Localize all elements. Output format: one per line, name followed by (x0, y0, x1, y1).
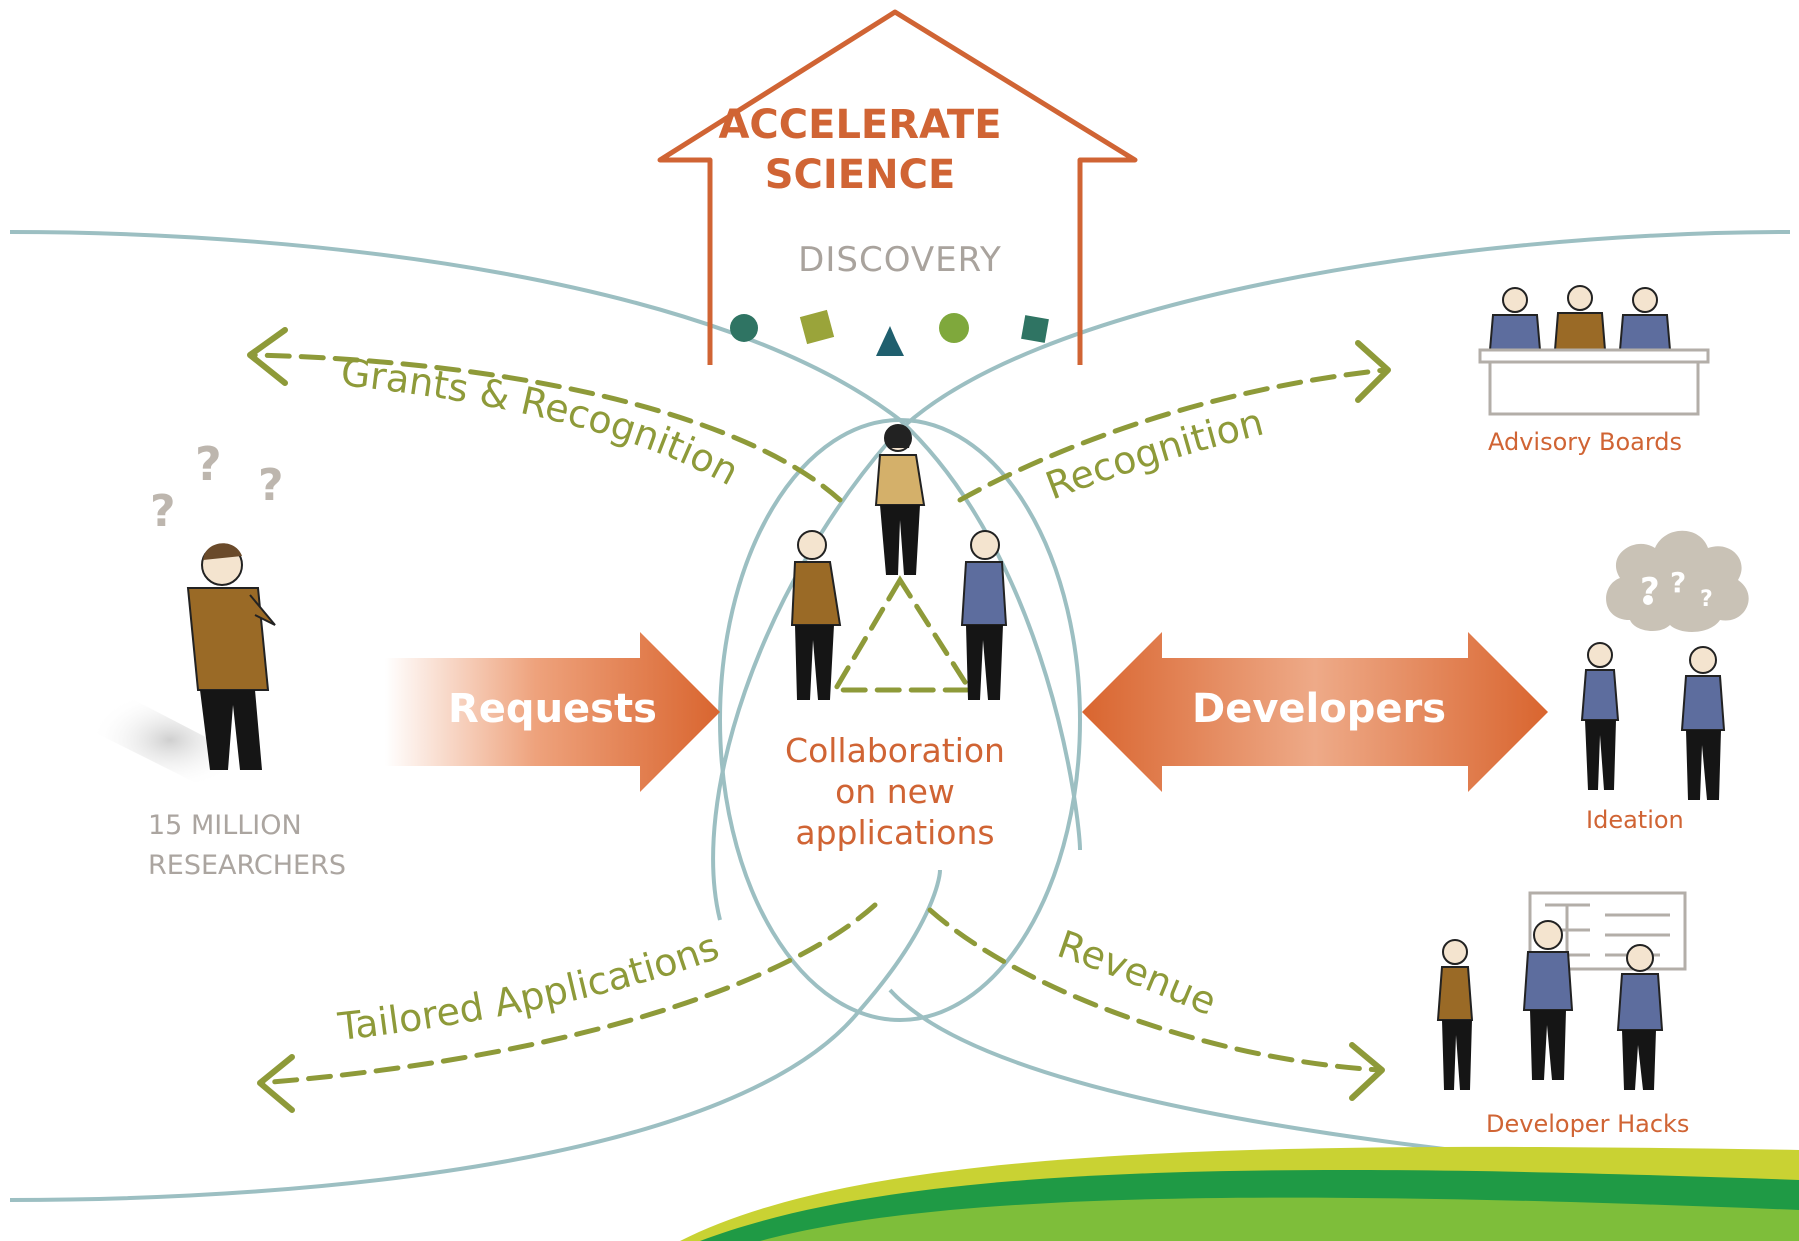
lens-curves (9, 230, 1791, 1202)
right-man-head (970, 530, 1000, 560)
collaboration-label: Collaboration on new applications (750, 730, 1040, 853)
developers-arrow-label: Developers (1192, 686, 1447, 732)
accelerate-line: ACCELERATE (718, 102, 1002, 148)
researchers-line-2: RESEARCHERS (148, 850, 347, 881)
left-man-legs (795, 625, 834, 700)
accelerate-science-title: ACCELERATE SCIENCE (680, 100, 1040, 200)
collaboration-figures (790, 424, 1008, 700)
flow-arrowheads (247, 327, 1391, 1113)
right-man-legs (966, 625, 1003, 700)
woman-torso (874, 454, 926, 506)
developer-hacks-label: Developer Hacks (1486, 1110, 1690, 1138)
triangle-dashed-path (830, 575, 975, 693)
bottom-swoosh (680, 1146, 1799, 1241)
science-line: SCIENCE (764, 152, 956, 198)
lens-curve-bottom-left (9, 869, 942, 1202)
ideation-icon: ? ? ? (1580, 530, 1749, 800)
revenue-arrowhead (1349, 1042, 1385, 1101)
right-man-torso (960, 561, 1008, 626)
tailored-label: Tailored Applications (335, 924, 725, 1049)
discovery-label: DISCOVERY (798, 240, 1002, 280)
collaboration-line-1: Collaboration (785, 731, 1005, 770)
svg-text:?: ? (1670, 566, 1686, 599)
lightbulb-icon (1643, 595, 1653, 605)
question-mark-icon: ? (150, 486, 176, 537)
grants-arrowhead (247, 327, 288, 386)
woman-legs (880, 505, 920, 575)
revenue-dashed-path (927, 907, 1383, 1073)
recognition-dashed-path (957, 367, 1388, 503)
collaboration-line-3: applications (795, 813, 995, 852)
swoosh-light-green (760, 1197, 1799, 1241)
thought-cloud-icon (1606, 530, 1749, 632)
developer-hacks-icon (1436, 891, 1687, 1090)
researchers-label: 15 MILLION RESEARCHERS (148, 806, 346, 886)
center-lens (718, 418, 1082, 1022)
requests-arrow-label: Requests (448, 686, 657, 732)
discovery-square-olive (799, 309, 835, 345)
grants-dashed-path (247, 352, 843, 503)
question-mark-icon: ? (258, 460, 284, 511)
researcher-figure (90, 543, 276, 790)
accelerate-house-arrow (657, 9, 1138, 365)
researcher-arm (249, 594, 276, 626)
researcher-hair (203, 543, 242, 560)
collaboration-line-2: on new (835, 772, 955, 811)
researcher-legs (200, 690, 262, 770)
tailored-dashed-path (257, 902, 878, 1086)
revenue-label: Revenue (1052, 922, 1222, 1024)
researchers-line-1: 15 MILLION (148, 810, 302, 841)
discovery-circle-dark (730, 314, 758, 342)
left-man-torso (790, 561, 842, 626)
question-marks: ? ? ? (150, 437, 284, 537)
discovery-triangle-teal (876, 326, 904, 356)
tailored-arrowhead (257, 1054, 295, 1113)
lens-curve-top-left (9, 230, 1082, 851)
advisory-boards-label: Advisory Boards (1488, 428, 1683, 456)
ideation-label: Ideation (1586, 806, 1684, 834)
discovery-square-dark (1021, 315, 1049, 343)
grants-label: Grants & Recognition (339, 350, 746, 494)
woman-hair (884, 425, 912, 448)
discovery-shapes (730, 309, 1049, 356)
advisory-board-icon (1478, 285, 1710, 416)
flow-arrows (247, 352, 1388, 1086)
requests-arrow (385, 632, 720, 792)
left-man-head (797, 530, 827, 560)
svg-text:?: ? (1640, 571, 1660, 611)
question-mark-icon: ? (195, 437, 222, 491)
discovery-circle-green (939, 313, 969, 343)
researcher-torso (186, 587, 270, 691)
developers-arrow (1082, 632, 1548, 792)
svg-text:?: ? (1700, 587, 1713, 612)
recognition-arrowhead (1355, 340, 1391, 403)
lens-curve-top-right (711, 230, 1791, 921)
